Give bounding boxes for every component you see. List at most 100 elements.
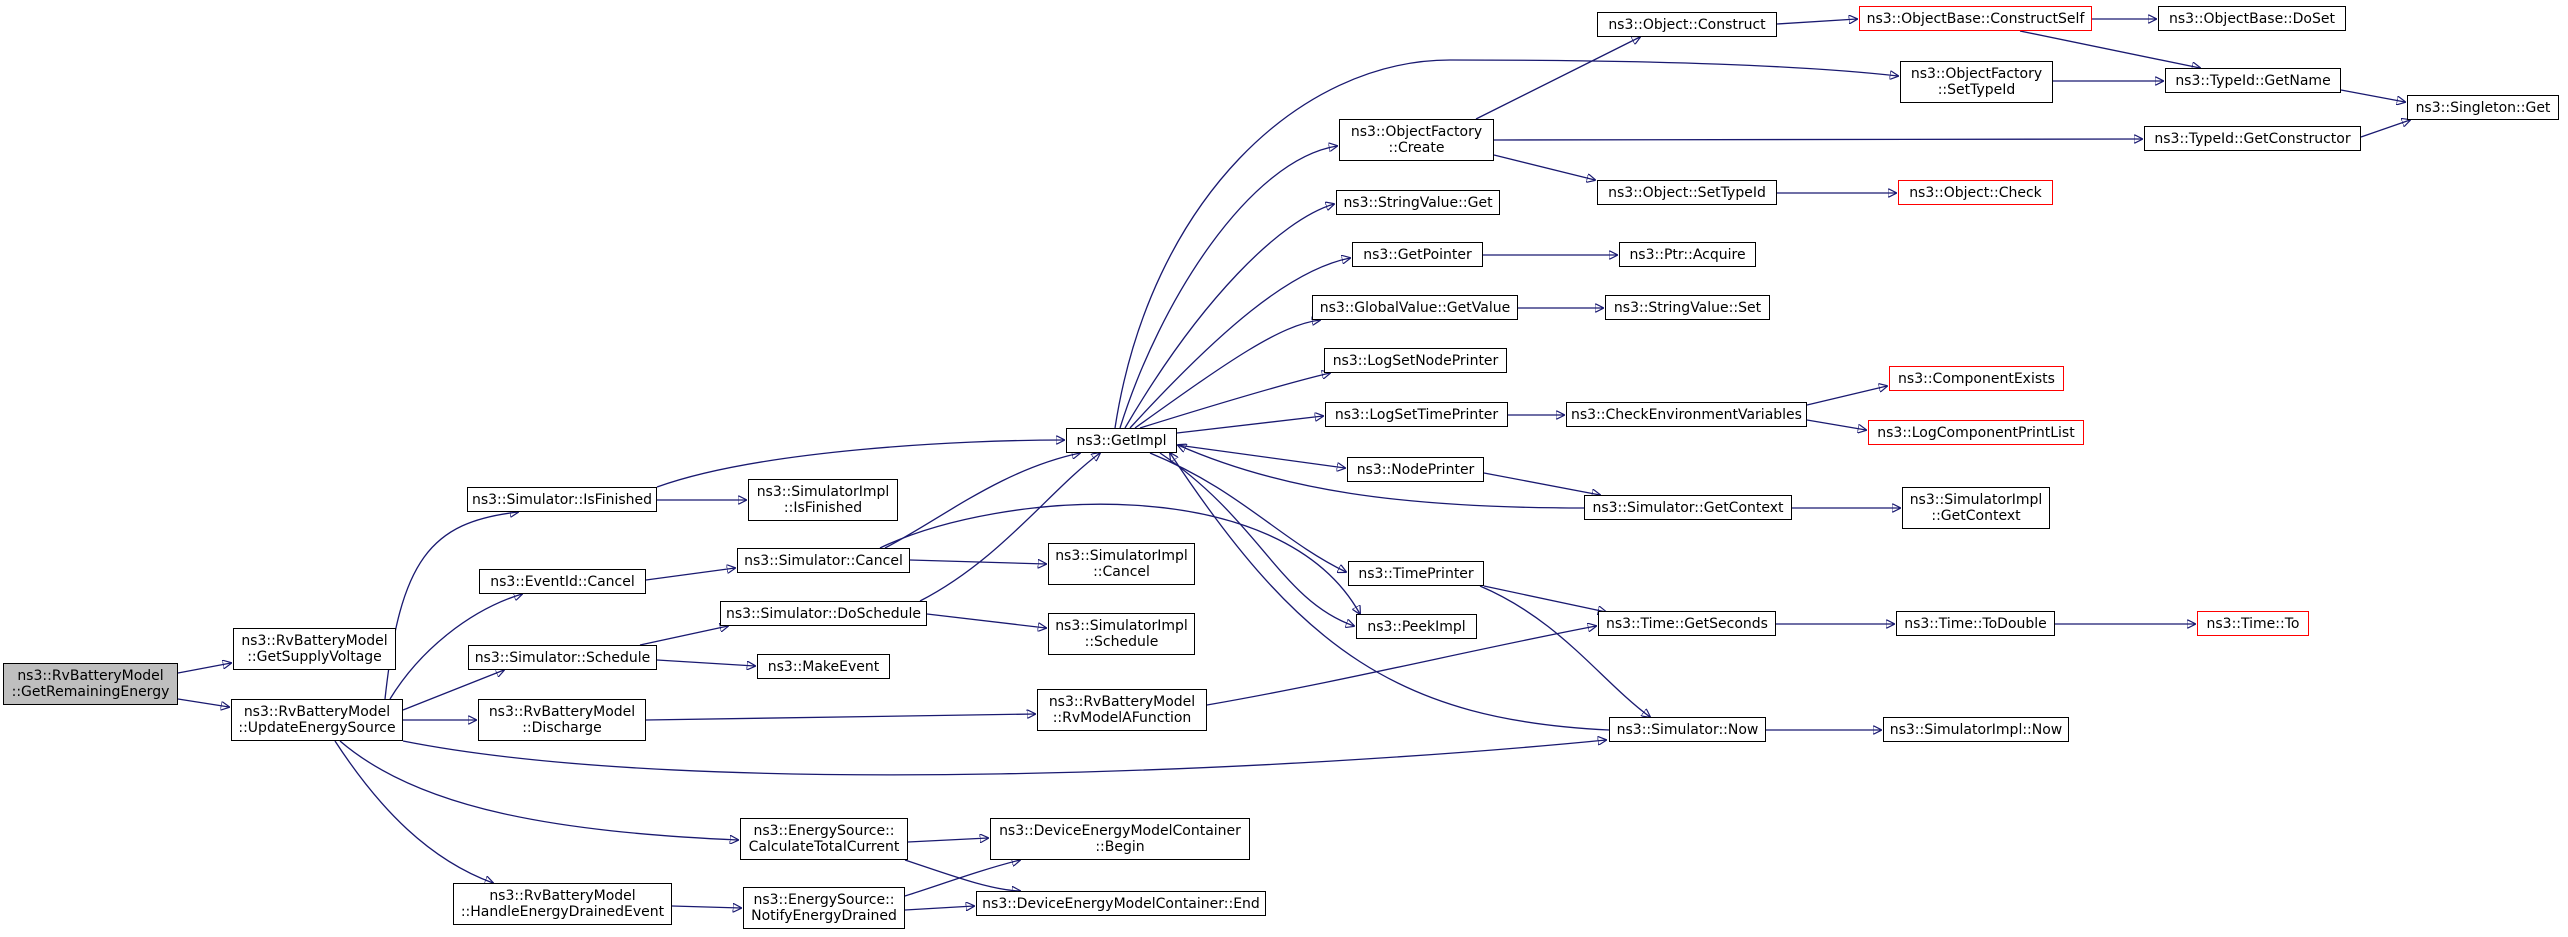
- node-typeid-getconstructor[interactable]: ns3::TypeId::GetConstructor: [2144, 126, 2361, 151]
- node-line: ns3::StringValue::Set: [1613, 299, 1762, 316]
- node-line: ::GetSupplyVoltage: [247, 649, 382, 665]
- node-componentexists[interactable]: ns3::ComponentExists: [1889, 366, 2064, 391]
- node-object-check[interactable]: ns3::Object::Check: [1898, 180, 2053, 205]
- node-line: ns3::DeviceEnergyModelContainer: [999, 823, 1241, 839]
- node-time-todouble[interactable]: ns3::Time::ToDouble: [1896, 611, 2055, 636]
- node-handleenergydrainedevent[interactable]: ns3::RvBatteryModel ::HandleEnergyDraine…: [453, 883, 672, 925]
- edge-eventidcancel-simcancel: [645, 568, 735, 581]
- edge-getimpl-nodeprinter: [1176, 444, 1345, 468]
- node-simulatorimpl-now[interactable]: ns3::SimulatorImpl::Now: [1883, 717, 2069, 742]
- node-logcomponentprintlist[interactable]: ns3::LogComponentPrintList: [1868, 420, 2084, 445]
- node-rvbatterymodel-rvmodelafunction[interactable]: ns3::RvBatteryModel ::RvModelAFunction: [1037, 689, 1207, 731]
- node-ptr-acquire[interactable]: ns3::Ptr::Acquire: [1619, 242, 1756, 267]
- node-line: ns3::Object::Check: [1909, 184, 2042, 201]
- node-line: ns3::RvBatteryModel: [1048, 694, 1196, 710]
- edge-getimpl-globalvalue: [1134, 320, 1320, 429]
- node-object-construct[interactable]: ns3::Object::Construct: [1597, 12, 1777, 37]
- node-objectfactory-create[interactable]: ns3::ObjectFactory ::Create: [1339, 119, 1494, 161]
- node-eventid-cancel[interactable]: ns3::EventId::Cancel: [479, 569, 646, 594]
- edge-calctotal-demcbegin: [907, 838, 988, 842]
- node-line: ns3::LogSetNodePrinter: [1332, 352, 1499, 369]
- edge-getimpl-objfactorysettypeid: [1114, 59, 1898, 429]
- node-line: ns3::PeekImpl: [1367, 618, 1466, 635]
- node-line: ns3::SimulatorImpl: [756, 484, 890, 500]
- node-time-getseconds[interactable]: ns3::Time::GetSeconds: [1598, 611, 1776, 636]
- edge-nodeprinter-getcontext: [1483, 472, 1600, 495]
- node-line: ::HandleEnergyDrainedEvent: [460, 904, 665, 920]
- node-rvbatterymodel-discharge[interactable]: ns3::RvBatteryModel ::Discharge: [478, 699, 646, 741]
- node-typeid-getname[interactable]: ns3::TypeId::GetName: [2165, 68, 2341, 93]
- node-line: ns3::GetImpl: [1076, 432, 1167, 449]
- edge-simcancel-simimplcancel: [909, 560, 1046, 564]
- edge-getcontext-getimpl: [1178, 445, 1585, 509]
- node-line: ns3::Simulator::Schedule: [474, 649, 651, 666]
- node-stringvalue-set[interactable]: ns3::StringValue::Set: [1605, 295, 1770, 320]
- node-line: ns3::TimePrinter: [1358, 565, 1474, 582]
- node-updateenergysource[interactable]: ns3::RvBatteryModel ::UpdateEnergySource: [231, 699, 403, 741]
- node-simulatorimpl-cancel[interactable]: ns3::SimulatorImpl ::Cancel: [1048, 543, 1195, 585]
- node-simulator-getcontext[interactable]: ns3::Simulator::GetContext: [1584, 495, 1792, 520]
- node-line: ns3::ObjectFactory: [1350, 124, 1483, 140]
- node-logsetnodeprinter[interactable]: ns3::LogSetNodePrinter: [1324, 348, 1507, 373]
- node-line: ::Begin: [1095, 839, 1145, 855]
- node-line: ns3::SimulatorImpl: [1055, 548, 1188, 564]
- edge-discharge-rvmodelafunction: [645, 714, 1035, 721]
- node-simulatorimpl-isfinished[interactable]: ns3::SimulatorImpl ::IsFinished: [748, 479, 898, 521]
- node-getpointer[interactable]: ns3::GetPointer: [1352, 242, 1483, 267]
- node-line: ns3::StringValue::Get: [1343, 194, 1493, 211]
- node-singleton-get[interactable]: ns3::Singleton::Get: [2407, 95, 2559, 120]
- edge-create-typeidgetconstructor: [1493, 139, 2142, 140]
- node-stringvalue-get[interactable]: ns3::StringValue::Get: [1336, 190, 1500, 215]
- node-line: ns3::Time::To: [2206, 615, 2300, 632]
- node-line: ns3::CheckEnvironmentVariables: [1571, 406, 1802, 423]
- node-simulatorimpl-getcontext[interactable]: ns3::SimulatorImpl ::GetContext: [1902, 487, 2050, 529]
- node-logsettimeprinter[interactable]: ns3::LogSetTimePrinter: [1325, 402, 1508, 427]
- node-objectbase-constructself[interactable]: ns3::ObjectBase::ConstructSelf: [1859, 6, 2092, 31]
- edge-root-updateenergysource: [177, 698, 229, 707]
- node-getsupplyvoltage[interactable]: ns3::RvBatteryModel ::GetSupplyVoltage: [233, 628, 396, 670]
- edge-create-objectsettypeid: [1493, 154, 1595, 180]
- node-objectfactory-settypeid[interactable]: ns3::ObjectFactory ::SetTypeId: [1900, 61, 2053, 103]
- node-time-to[interactable]: ns3::Time::To: [2197, 611, 2309, 636]
- node-line: ns3::TypeId::GetConstructor: [2154, 130, 2351, 147]
- node-line: ::Schedule: [1084, 634, 1159, 650]
- node-objectbase-doset[interactable]: ns3::ObjectBase::DoSet: [2158, 6, 2346, 31]
- edge-update-schedule: [402, 670, 504, 711]
- node-globalvalue-getvalue[interactable]: ns3::GlobalValue::GetValue: [1312, 295, 1518, 320]
- node-line: ns3::Singleton::Get: [2415, 99, 2551, 116]
- edge-calctotal-demcend: [904, 859, 1020, 891]
- node-line: ns3::Simulator::GetContext: [1592, 499, 1784, 516]
- edge-timeprinter-getseconds: [1483, 585, 1606, 612]
- node-line: ns3::Object::Construct: [1608, 16, 1766, 33]
- node-simulatorimpl-schedule[interactable]: ns3::SimulatorImpl ::Schedule: [1048, 613, 1195, 655]
- node-getimpl[interactable]: ns3::GetImpl: [1066, 428, 1177, 453]
- node-line: ns3::SimulatorImpl: [1909, 492, 2043, 508]
- node-peekimpl[interactable]: ns3::PeekImpl: [1356, 614, 1477, 639]
- edge-doschedule-simimplschedule: [926, 613, 1046, 628]
- node-energysource-notifyenergydrained[interactable]: ns3::EnergySource:: NotifyEnergyDrained: [743, 887, 905, 929]
- node-simulator-schedule[interactable]: ns3::Simulator::Schedule: [468, 645, 657, 670]
- node-deviceenergymodelcontainer-begin[interactable]: ns3::DeviceEnergyModelContainer ::Begin: [990, 818, 1250, 860]
- node-line: ns3::LogComponentPrintList: [1877, 424, 2075, 441]
- node-line: ns3::Ptr::Acquire: [1629, 246, 1746, 263]
- node-line: ::IsFinished: [783, 500, 863, 516]
- node-line: ns3::EventId::Cancel: [490, 573, 635, 590]
- node-simulator-doschedule[interactable]: ns3::Simulator::DoSchedule: [720, 601, 927, 626]
- node-nodeprinter[interactable]: ns3::NodePrinter: [1347, 457, 1484, 482]
- node-simulator-cancel[interactable]: ns3::Simulator::Cancel: [737, 548, 910, 573]
- edge-timeprinter-now: [1479, 585, 1650, 717]
- edge-notifydrained-demcbegin: [904, 860, 1020, 897]
- node-object-settypeid[interactable]: ns3::Object::SetTypeId: [1597, 180, 1777, 205]
- node-line: NotifyEnergyDrained: [751, 908, 897, 924]
- node-checkenvironmentvariables[interactable]: ns3::CheckEnvironmentVariables: [1566, 402, 1807, 427]
- node-deviceenergymodelcontainer-end[interactable]: ns3::DeviceEnergyModelContainer::End: [976, 891, 1266, 916]
- edge-objectconstruct-constructself: [1776, 19, 1857, 25]
- node-makeevent[interactable]: ns3::MakeEvent: [757, 654, 890, 679]
- node-simulator-isfinished[interactable]: ns3::Simulator::IsFinished: [467, 487, 657, 512]
- node-timeprinter[interactable]: ns3::TimePrinter: [1348, 561, 1484, 586]
- node-simulator-now[interactable]: ns3::Simulator::Now: [1609, 717, 1766, 742]
- node-energysource-calculatetotalcurrent[interactable]: ns3::EnergySource:: CalculateTotalCurren…: [740, 818, 908, 860]
- edge-update-now: [402, 740, 1606, 776]
